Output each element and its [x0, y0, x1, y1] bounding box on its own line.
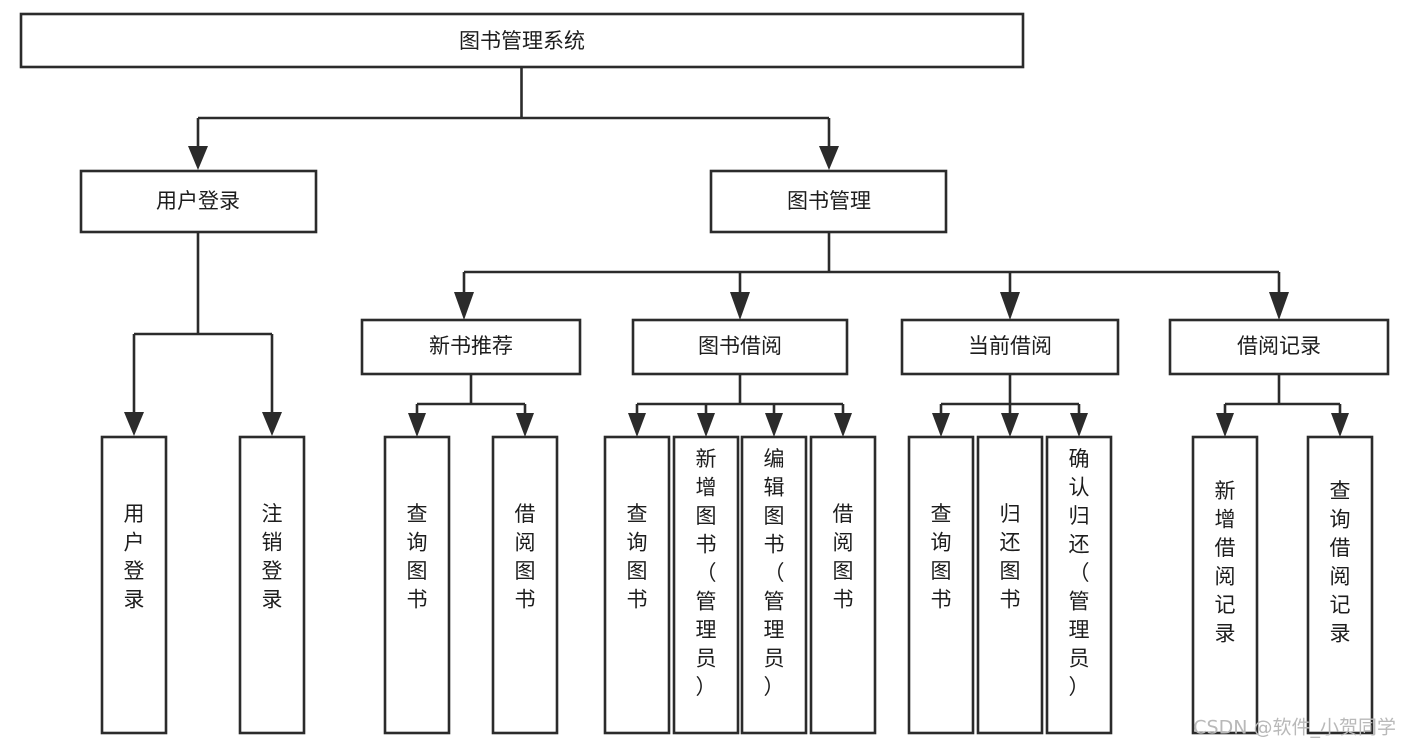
node-current-confirm[interactable]: 确认归还（管理员） — [1045, 435, 1113, 735]
node-login-user-box[interactable] — [100, 435, 168, 735]
arrow-head-record-query — [1331, 413, 1349, 437]
node-borrow-query-label: 查询图书 — [627, 502, 648, 612]
node-record-add-label: 新增借阅记录 — [1215, 479, 1236, 646]
node-newbook[interactable]: 新书推荐 — [360, 318, 582, 376]
node-record-add[interactable]: 新增借阅记录 — [1191, 435, 1259, 735]
node-bookmgmt[interactable]: 图书管理 — [709, 169, 948, 234]
node-newbook-borrow-box[interactable] — [491, 435, 559, 735]
arrow-head-record-add — [1216, 413, 1234, 437]
node-record-label: 借阅记录 — [1237, 334, 1321, 358]
node-login-logout-label: 注销登录 — [262, 502, 283, 612]
node-login-logout[interactable]: 注销登录 — [238, 435, 306, 735]
node-login[interactable]: 用户登录 — [79, 169, 318, 234]
arrow-head-borrow-query — [628, 413, 646, 437]
node-root-box[interactable] — [19, 12, 1025, 69]
node-borrow-lend-box[interactable] — [809, 435, 877, 735]
node-current-confirm-box[interactable] — [1045, 435, 1113, 735]
node-record-query[interactable]: 查询借阅记录 — [1306, 435, 1374, 735]
node-root[interactable]: 图书管理系统 — [19, 12, 1025, 69]
node-current-box[interactable] — [900, 318, 1120, 376]
node-borrow-box[interactable] — [631, 318, 849, 376]
node-login-box[interactable] — [79, 169, 318, 234]
node-newbook-query[interactable]: 查询图书 — [383, 435, 451, 735]
node-borrow-label: 图书借阅 — [698, 334, 782, 358]
node-current[interactable]: 当前借阅 — [900, 318, 1120, 376]
node-current-return-box[interactable] — [976, 435, 1044, 735]
node-borrow-query-box[interactable] — [603, 435, 671, 735]
node-borrow-edit-label: 编辑图书（管理员） — [764, 447, 785, 699]
arrow-head-borrow-add — [697, 413, 715, 437]
node-root-label: 图书管理系统 — [459, 29, 585, 53]
node-newbook-query-label: 查询图书 — [407, 502, 428, 612]
node-login-logout-box[interactable] — [238, 435, 306, 735]
arrow-head-borrow — [730, 292, 750, 320]
arrow-head-login — [188, 146, 208, 170]
arrow-head-borrow-edit — [765, 413, 783, 437]
arrow-head-login-user — [124, 412, 144, 436]
node-borrow-query[interactable]: 查询图书 — [603, 435, 671, 735]
arrow-head-current — [1000, 292, 1020, 320]
node-current-query-label: 查询图书 — [931, 502, 952, 612]
node-record-query-box[interactable] — [1306, 435, 1374, 735]
arrow-head-current-return — [1001, 413, 1019, 437]
node-borrow-edit[interactable]: 编辑图书（管理员） — [740, 435, 808, 735]
node-current-confirm-label: 确认归还（管理员） — [1069, 447, 1090, 699]
arrow-head-current-confirm — [1070, 413, 1088, 437]
node-current-label: 当前借阅 — [968, 334, 1052, 358]
arrow-head-record — [1269, 292, 1289, 320]
node-newbook-borrow-label: 借阅图书 — [515, 502, 536, 612]
arrow-head-newbook-borrow — [516, 413, 534, 437]
arrow-head-borrow-lend — [834, 413, 852, 437]
node-newbook-borrow[interactable]: 借阅图书 — [491, 435, 559, 735]
node-login-user[interactable]: 用户登录 — [100, 435, 168, 735]
node-current-return[interactable]: 归还图书 — [976, 435, 1044, 735]
node-record[interactable]: 借阅记录 — [1168, 318, 1390, 376]
connector-layer — [124, 67, 1349, 437]
node-borrow-add[interactable]: 新增图书（管理员） — [672, 435, 740, 735]
node-record-box[interactable] — [1168, 318, 1390, 376]
node-borrow-add-box[interactable] — [672, 435, 740, 735]
node-login-user-label: 用户登录 — [124, 502, 145, 612]
node-newbook-box[interactable] — [360, 318, 582, 376]
node-login-label: 用户登录 — [156, 189, 240, 213]
node-borrow-edit-box[interactable] — [740, 435, 808, 735]
node-bookmgmt-box[interactable] — [709, 169, 948, 234]
node-record-query-label: 查询借阅记录 — [1330, 479, 1351, 646]
watermark-label: CSDN @软件_小贺同学 — [1193, 717, 1396, 739]
node-newbook-query-box[interactable] — [383, 435, 451, 735]
node-borrow[interactable]: 图书借阅 — [631, 318, 849, 376]
node-current-query-box[interactable] — [907, 435, 975, 735]
node-borrow-lend-label: 借阅图书 — [833, 502, 854, 612]
arrow-head-bookmgmt — [819, 146, 839, 170]
node-borrow-add-label: 新增图书（管理员） — [696, 447, 717, 699]
node-bookmgmt-label: 图书管理 — [787, 189, 871, 213]
node-borrow-lend[interactable]: 借阅图书 — [809, 435, 877, 735]
node-current-return-label: 归还图书 — [1000, 502, 1021, 612]
arrow-head-newbook — [454, 292, 474, 320]
arrow-head-login-logout — [262, 412, 282, 436]
arrow-head-newbook-query — [408, 413, 426, 437]
node-record-add-box[interactable] — [1191, 435, 1259, 735]
arrow-head-current-query — [932, 413, 950, 437]
node-current-query[interactable]: 查询图书 — [907, 435, 975, 735]
node-newbook-label: 新书推荐 — [429, 334, 513, 358]
